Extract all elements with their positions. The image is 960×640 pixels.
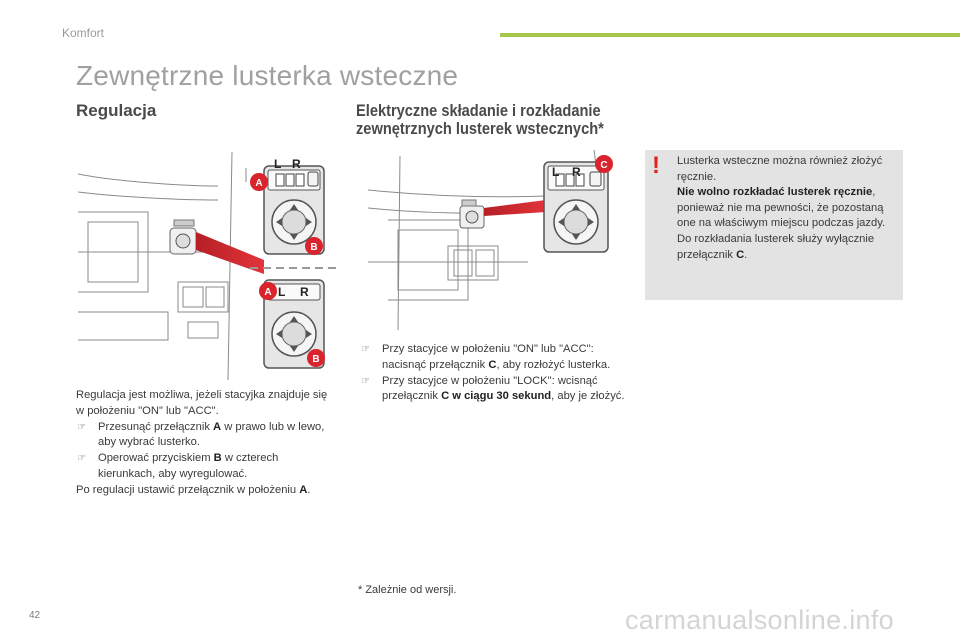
- footnote: * Zależnie od wersji.: [358, 584, 457, 596]
- badge-a-top: [250, 173, 268, 191]
- right-bullet-2: ☞ Przy stacyjce w położeniu "LOCK": wcis…: [361, 374, 625, 403]
- switch-on-dash: [169, 219, 197, 255]
- switch-panel-bottom: [263, 279, 325, 369]
- fold-label-r: R: [572, 165, 581, 179]
- watermark: carmanualsonline.info: [625, 605, 894, 635]
- warning-text: Lusterka wsteczne można również złożyć r…: [677, 155, 886, 261]
- right-bullet-1: ☞ Przy stacyjce w położeniu "ON" lub "AC…: [361, 343, 611, 371]
- badge-b-top: [305, 237, 323, 255]
- heading-regulacja: Regulacja: [76, 101, 157, 120]
- warning-box: [645, 150, 903, 300]
- section-label: Komfort: [62, 26, 105, 40]
- label-r-bottom: R: [300, 285, 309, 299]
- left-intro: Regulacja jest możliwa, jeżeli stacyjka …: [76, 389, 328, 417]
- badge-a-bottom: [259, 282, 277, 300]
- label-l-bottom: L: [278, 285, 285, 299]
- header-accent-bar: [500, 33, 960, 37]
- switch-panel-top: [263, 165, 325, 255]
- warning-icon: !: [652, 152, 660, 179]
- badge-a-bottom-label: A: [264, 287, 271, 298]
- fold-label-l: L: [552, 165, 559, 179]
- left-text: Regulacja jest możliwa, jeżeli stacyjka …: [76, 388, 338, 499]
- left-bullet-1: ☞ Przesunąć przełącznik A w prawo lub w …: [77, 420, 325, 449]
- page-number: 42: [29, 610, 41, 621]
- fold-switch-dash: [459, 199, 485, 229]
- badge-c-label: C: [600, 160, 607, 171]
- pointer-icon: ☞: [361, 344, 370, 355]
- heading-folding: Elektryczne składanie i rozkładanie zewn…: [356, 101, 604, 138]
- pointer-icon: ☞: [77, 421, 86, 433]
- badge-b-top-label: B: [310, 242, 317, 253]
- pointer-icon: ☞: [77, 453, 86, 465]
- left-bullet-2: ☞ Operować przyciskiem B w czterech kier…: [77, 452, 279, 480]
- badge-c: [595, 155, 613, 173]
- fold-switch-panel: [543, 161, 609, 253]
- mirror-folding-illustration: L R C: [368, 150, 613, 330]
- page-title: Zewnętrzne lusterka wsteczne: [76, 60, 459, 91]
- left-outro: Po regulacji ustawić przełącznik w położ…: [76, 483, 311, 496]
- label-r-top: R: [292, 157, 301, 171]
- label-l-top: L: [274, 157, 281, 171]
- badge-b-bottom: [307, 349, 325, 367]
- pointer-icon: ☞: [361, 375, 370, 387]
- mirror-adjust-illustration: L R A B L R A B: [78, 152, 340, 380]
- badge-a-top-label: A: [255, 178, 262, 189]
- badge-b-bottom-label: B: [312, 354, 319, 365]
- right-text: ☞ Przy stacyjce w położeniu "ON" lub "AC…: [360, 342, 628, 405]
